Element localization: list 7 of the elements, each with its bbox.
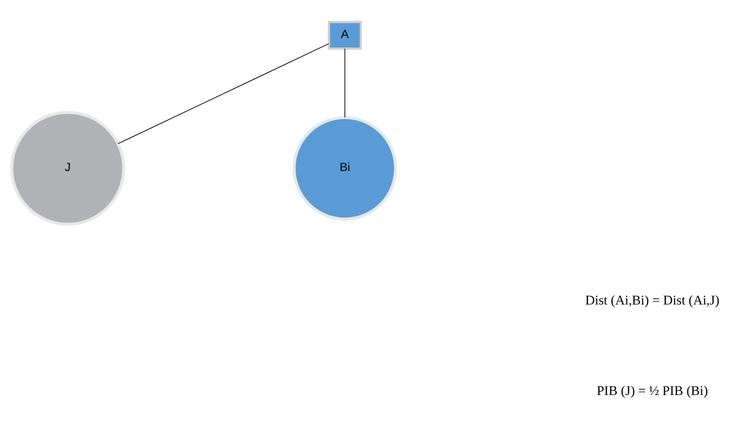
node-box: A <box>328 20 362 50</box>
label: PIB (J) = ½ PIB (Bi) <box>596 382 708 398</box>
connector <box>344 48 346 118</box>
connector <box>118 42 330 144</box>
node-circle: J <box>10 110 126 226</box>
label: Dist (Ai,Bi) = Dist (Ai,J) <box>585 292 720 308</box>
node-circle: Bi <box>292 116 398 220</box>
